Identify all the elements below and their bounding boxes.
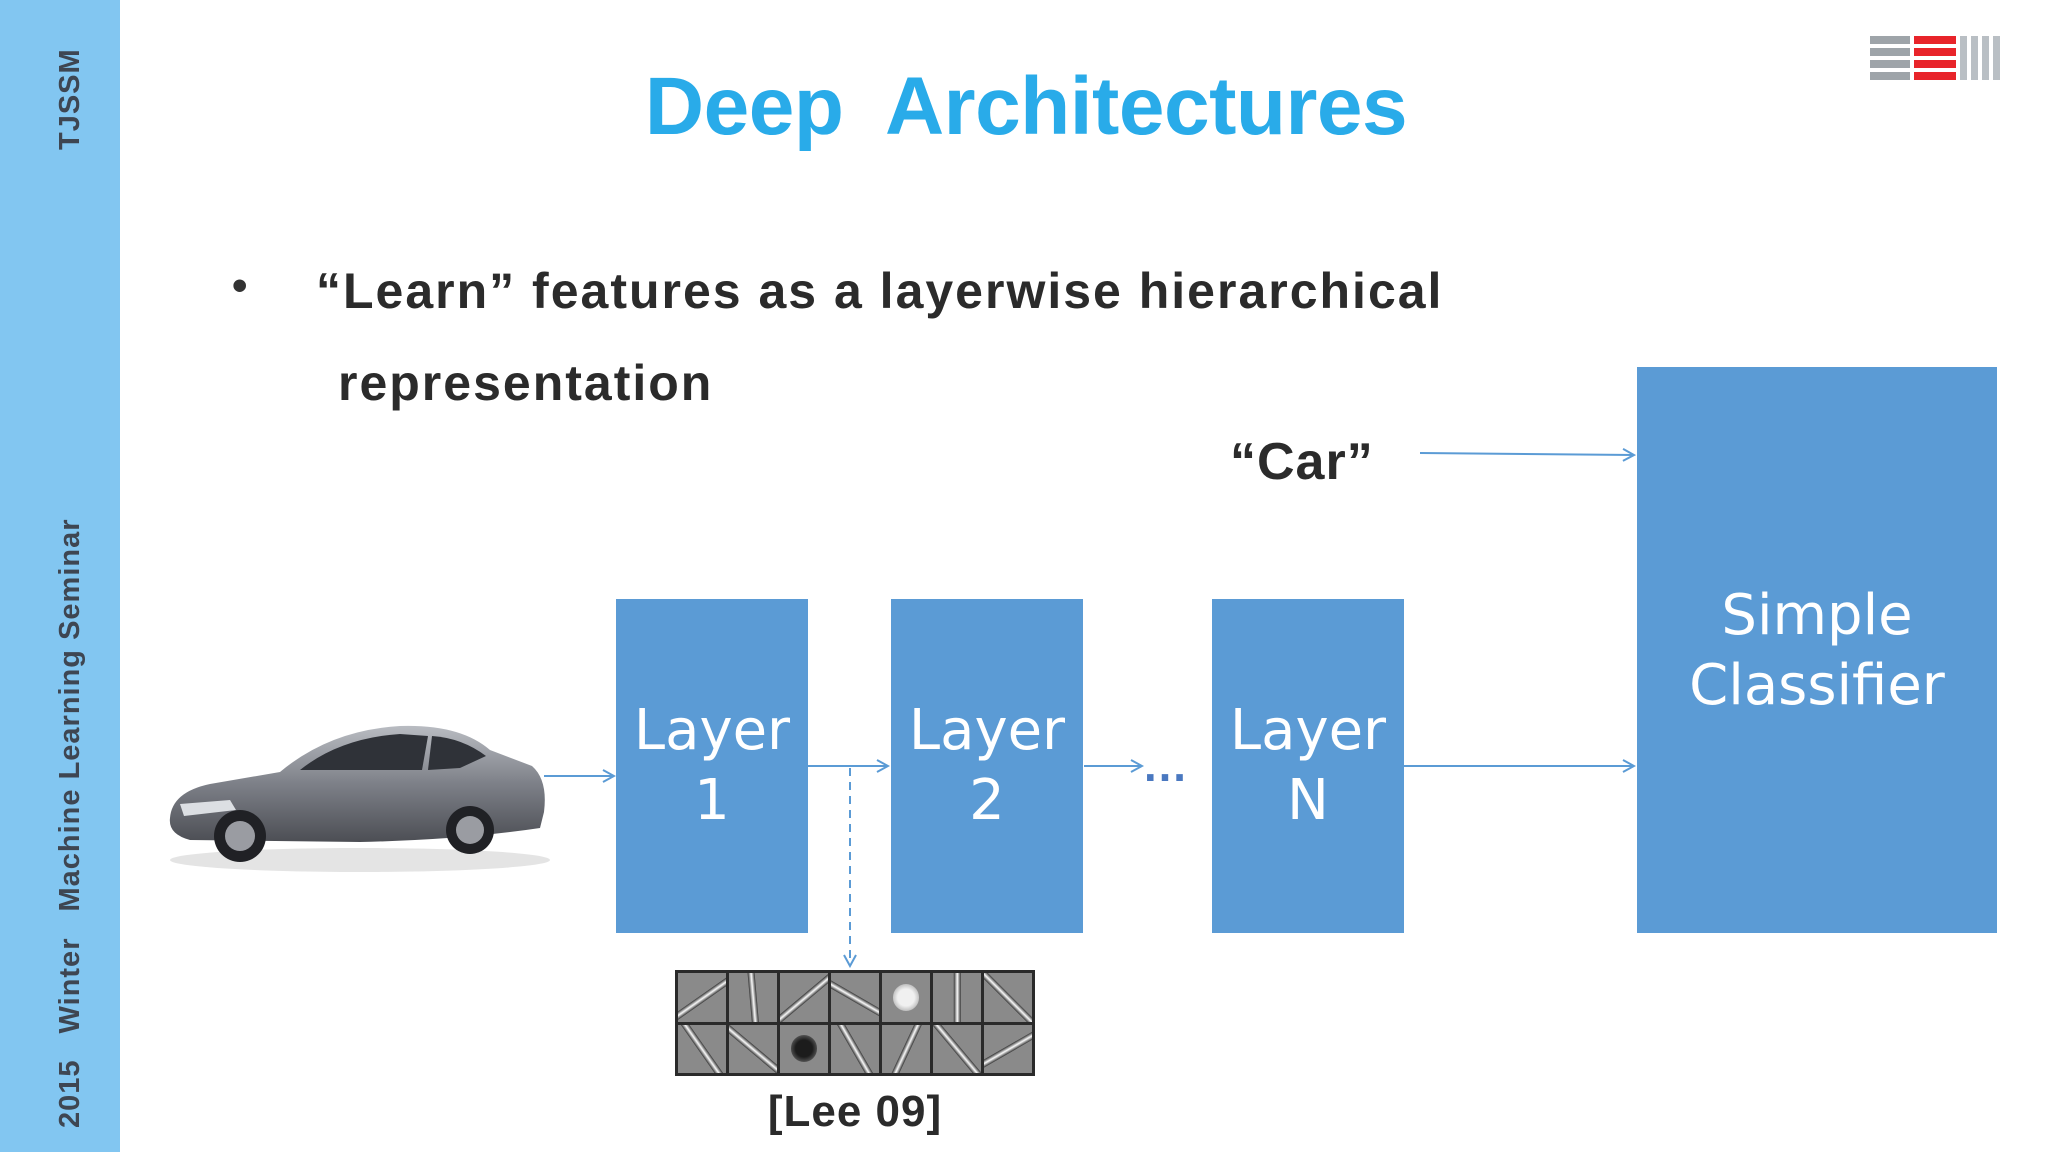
sidebar: TJSSM 2015WinterMachine Learning Seminar [0,0,120,1152]
layer-2-name: Layer [908,698,1066,763]
bullet-line-2: representation [338,355,714,411]
filter-patch [933,1024,981,1073]
layer-n-box: Layer N [1212,599,1404,933]
ellipsis: … [1142,739,1189,791]
filter-patch [831,1024,879,1073]
layer-n-index: N [1287,768,1329,833]
layer-2-box: Layer 2 [891,599,1083,933]
layer-2-index: 2 [969,768,1005,833]
filter-patch [984,1024,1032,1073]
car-image [169,725,550,872]
classifier-line-2: Classifier [1689,653,1945,718]
filter-patch [780,1024,828,1073]
arrow-label-to-classifier [1419,453,1634,455]
filter-patch [729,1024,777,1073]
filter-patch [780,973,828,1022]
logo [1870,36,2010,80]
classifier-box: Simple Classifier [1637,367,1997,933]
layer-1-name: Layer [633,698,791,763]
output-label: “Car” [1230,433,1374,491]
layer-1-index: 1 [694,768,730,833]
citation: [Lee 09] [767,1087,943,1136]
layer-n-name: Layer [1229,698,1387,763]
filter-patch [831,973,879,1022]
layer-1-box: Layer 1 [616,599,808,933]
filter-patch [729,973,777,1022]
slide-title: Deep Architectures [644,61,1408,152]
filter-patch [882,1024,930,1073]
filter-patch [984,973,1032,1022]
filter-patch [882,973,930,1022]
filter-patch [678,973,726,1022]
bullet-text: “Learn” features as a layerwise hierarch… [316,245,1616,429]
bullet-symbol: • [232,261,248,310]
classifier-line-1: Simple [1721,583,1913,648]
filter-patch [933,973,981,1022]
learned-filters-image [675,970,1035,1076]
bullet-line-1: “Learn” features as a layerwise hierarch… [316,263,1444,319]
filter-patch [678,1024,726,1073]
